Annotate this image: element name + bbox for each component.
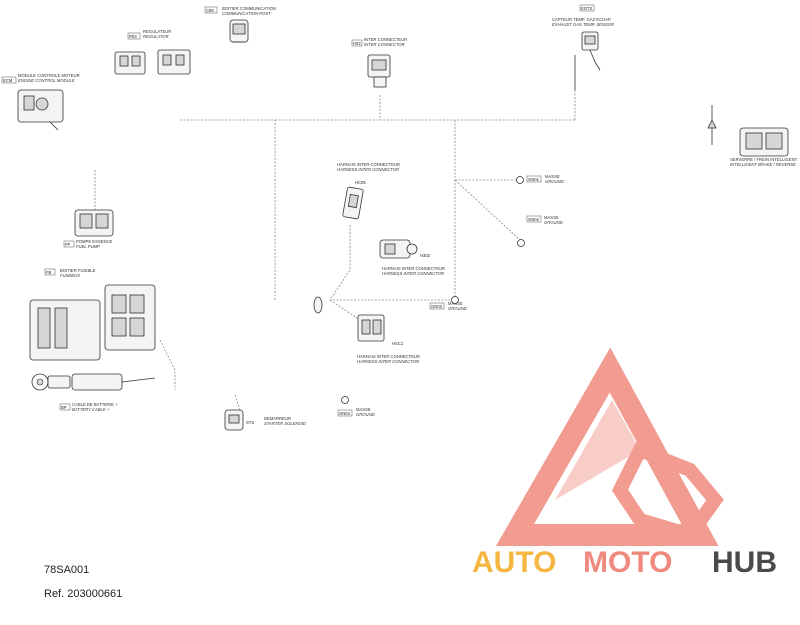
component-label-fr: REGULATEUR	[143, 29, 171, 34]
component-label-en: HARNESS INTER CONNECTOR	[357, 359, 419, 364]
component-code: C8K	[206, 8, 214, 13]
component-regulator: R03 REGULATEUR REGULATOR	[114, 29, 191, 75]
component-label-en: HARNESS INTER CONNECTOR	[337, 167, 399, 172]
component-label-fr: INTER CONNECTEUR	[364, 37, 407, 42]
component-ground-gn04: GN04 MASSE GROUND	[337, 396, 375, 417]
component-code: H302	[420, 253, 431, 258]
component-code: GN01	[528, 177, 540, 182]
component-label-en: EXHAUST GAS TEMP. SENSOR	[552, 22, 614, 27]
component-label-fr: DEMARREUR	[264, 416, 291, 421]
component-code: STS	[246, 420, 254, 425]
component-starter-solenoid: STS DEMARREUR STARTER SOLENOID	[224, 409, 306, 431]
watermark-text: AUTO MOTO HUB	[472, 546, 777, 579]
component-label-en: COMMUNICATION POST	[222, 11, 271, 16]
component-code: H02	[353, 41, 361, 46]
component-code: GN02	[528, 217, 540, 222]
watermark-hub: HUB	[712, 546, 777, 579]
component-ground-gn01: GN01 MASSE GROUND	[516, 174, 564, 184]
watermark-moto: MOTO	[583, 546, 672, 579]
component-code: HSC1	[392, 341, 404, 346]
component-label-fr: BOITIER FUSIBLE	[60, 268, 96, 273]
component-exhaust-gas-temp-sensor: EGTS CAPTEUR TEMP. GAZ ECHAP. EXHAUST GA…	[552, 4, 614, 90]
component-label-en: FUEL PUMP	[76, 244, 100, 249]
component-label-fr: SERVERRE / FREIN INTELLIGENT	[730, 157, 798, 162]
component-fusebox: FB BOITIER FUSIBLE FUSEBOX	[29, 268, 156, 361]
component-ground-gn03: GN03 MASSE GROUND	[429, 296, 467, 311]
component-code: GN04	[339, 411, 351, 416]
component-label-en: STARTER SOLENOID	[264, 421, 306, 426]
component-label-fr: HARNAIS INTER CONNECTEUR	[357, 354, 420, 359]
component-label-fr: MASSE	[545, 174, 560, 179]
watermark-auto: AUTO	[472, 546, 556, 579]
component-label-fr: MASSE	[356, 407, 371, 412]
component-fuel-pump: FP POMPE ESSENCE FUEL PUMP	[63, 209, 114, 249]
component-label-fr: HARNAIS INTER CONNECTEUR	[382, 266, 445, 271]
component-label-en: HARNESS INTER CONNECTOR	[382, 271, 444, 276]
component-label-en: INTELLIGENT BRAKE / REVERSE	[730, 162, 796, 167]
component-label-en: GROUND	[356, 412, 375, 417]
component-ground-gn02: GN02 MASSE GROUND	[517, 215, 563, 247]
component-code: GN03	[431, 304, 443, 309]
component-label-fr: MODULE CONTROLE MOTEUR	[18, 73, 80, 78]
component-code: ECM	[3, 78, 13, 83]
component-label-fr: POMPE ESSENCE	[76, 239, 113, 244]
component-code: FB	[46, 270, 52, 275]
component-harness-connector-hsc1: HSC1 HARNAIS INTER CONNECTEUR HARNESS IN…	[313, 296, 420, 364]
component-engine-control-module: ECM MODULE CONTROLE MOTEUR ENGINE CONTRO…	[1, 73, 80, 131]
component-battery-cable: BP CABLE DE BATTERIE + BATTERY CABLE +	[31, 373, 156, 412]
component-label-fr: BOITIER COMMUNICATION	[222, 6, 276, 11]
component-harness-connector-h302: H302 HARNAIS INTER CONNECTEUR HARNESS IN…	[379, 239, 445, 276]
component-code: HC05	[355, 180, 366, 185]
component-harness-connector-hc05: HARNAIS INTER CONNECTEUR HARNESS INTER C…	[337, 162, 400, 220]
component-label-en: GROUND	[448, 306, 467, 311]
component-code: FP	[65, 242, 71, 247]
component-label-fr: CAPTEUR TEMP. GAZ ECHAP.	[552, 17, 611, 22]
component-label-en: GROUND	[544, 220, 563, 225]
component-code: BP	[61, 405, 67, 410]
figure-code: 78SA001	[44, 564, 89, 576]
component-code: R03	[129, 34, 137, 39]
component-label-en: INTER CONNECTOR	[364, 42, 405, 47]
component-label-en: FUSEBOX	[60, 273, 80, 278]
component-inter-connector: H02 INTER CONNECTEUR INTER CONNECTOR	[351, 37, 407, 88]
component-label-en: REGULATOR	[143, 34, 169, 39]
component-communication-post: C8K BOITIER COMMUNICATION COMMUNICATION …	[204, 6, 276, 43]
reference-number: Ref. 203000661	[44, 588, 122, 600]
watermark-logo	[495, 347, 724, 546]
component-label-fr: MASSE	[544, 215, 559, 220]
component-label-en: GROUND	[545, 179, 564, 184]
component-label-fr: CABLE DE BATTERIE +	[72, 402, 118, 407]
component-intelligent-brake: CSR SERVERRE / FREIN INTELLIGENT INTELLI…	[707, 105, 798, 167]
component-label-en: BATTERY CABLE +	[72, 407, 110, 412]
component-label-en: ENGINE CONTROL MODULE	[18, 78, 75, 83]
wiring-harness	[94, 90, 576, 411]
component-code: EGTS	[581, 6, 593, 11]
component-label-fr: HARNAIS INTER CONNECTEUR	[337, 162, 400, 167]
